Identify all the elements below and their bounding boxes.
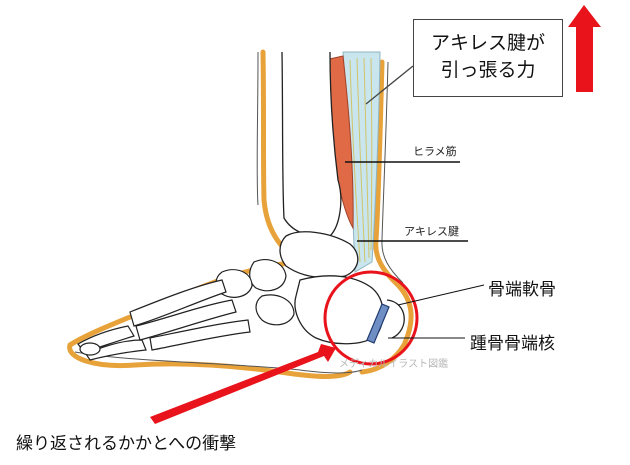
impact-arrow (150, 344, 336, 424)
skin-inner-line-back (382, 62, 403, 283)
impact-caption: 繰り返されるかかとへの衝撃 (16, 429, 236, 454)
watermark: メディカルイラスト図鑑 (339, 355, 448, 370)
pull-force-callout: アキレス腱が 引っ張る力 (413, 19, 563, 97)
skin-inner-line (257, 52, 258, 205)
epiphyseal-cartilage-label: 骨端軟骨 (488, 275, 556, 300)
callout-line-1: アキレス腱が (414, 30, 562, 57)
calcaneal-apophysis-label: 踵骨骨端核 (470, 329, 555, 354)
soleus-label: ヒラメ筋 (413, 143, 457, 159)
pull-arrow (568, 5, 601, 92)
cuboid-bone (256, 295, 294, 325)
callout-line-2: 引っ張る力 (414, 57, 562, 84)
talus-bone (280, 232, 358, 278)
epiphyseal-cartilage (387, 300, 404, 338)
toe-tip (80, 343, 100, 355)
achilles-label: アキレス腱 (404, 223, 459, 239)
